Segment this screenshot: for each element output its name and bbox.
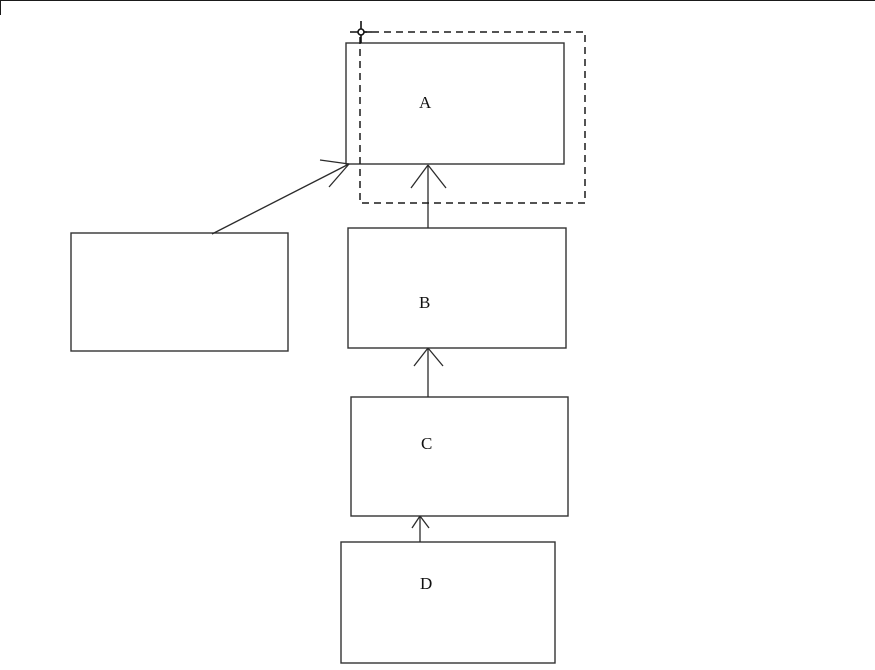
node-box-b[interactable] [347, 227, 567, 349]
node-label-c: C [421, 434, 433, 453]
crosshair-icon [350, 21, 372, 43]
node-box-c[interactable] [350, 396, 569, 517]
crosshair-center-dot [357, 28, 365, 36]
arrowhead-barb [427, 347, 444, 367]
arrowhead-barb [411, 515, 421, 529]
edge-b-to-a[interactable] [410, 164, 447, 228]
edge-c-to-b[interactable] [413, 347, 444, 397]
node-rect-a[interactable] [345, 42, 565, 165]
edge-untitled-to-a[interactable] [211, 159, 350, 235]
node-rect-untitled[interactable] [70, 232, 289, 352]
node-rect-c[interactable] [350, 396, 569, 517]
node-rect-d[interactable] [340, 541, 556, 664]
arrowhead-barb [413, 347, 429, 367]
node-box-d[interactable] [340, 541, 556, 664]
arrowhead-barb [410, 164, 429, 189]
node-box-a[interactable] [345, 42, 565, 165]
arrowhead-barb [328, 163, 350, 188]
node-label-b: B [419, 293, 431, 312]
node-rect-b[interactable] [347, 227, 567, 349]
arrowhead-barb [427, 164, 447, 189]
arrowhead-barb [319, 159, 350, 165]
node-label-d: D [420, 574, 433, 593]
edge-line[interactable] [211, 163, 350, 235]
edge-d-to-c[interactable] [411, 515, 430, 542]
node-label-a: A [419, 93, 432, 112]
selection-rectangle[interactable] [359, 31, 586, 204]
node-box-untitled[interactable] [70, 232, 289, 352]
arrowhead-barb [419, 515, 430, 529]
